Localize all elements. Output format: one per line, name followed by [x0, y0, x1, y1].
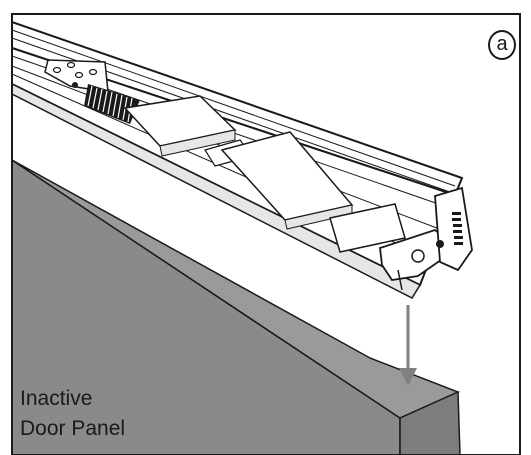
mounting-hole	[88, 68, 98, 76]
panel-label-line-2: Door Panel	[20, 417, 126, 440]
mounting-hole	[72, 82, 78, 88]
callout-label-a: a	[488, 30, 516, 60]
door-panel-side-edge	[399, 390, 461, 455]
end-cap-pin	[411, 249, 425, 263]
slider-block-side	[159, 129, 236, 157]
end-cap-housing	[329, 203, 406, 253]
mounting-hole	[66, 61, 76, 69]
end-cap-grip	[452, 212, 463, 245]
mounting-hole	[74, 71, 84, 79]
down-arrow-icon	[399, 305, 417, 386]
panel-label-line-1: Inactive	[20, 387, 93, 410]
end-cap-pin	[436, 240, 444, 248]
end-cap-face	[434, 186, 473, 272]
inactive-door-panel	[11, 158, 461, 455]
mounting-hole	[52, 66, 62, 74]
diagram-frame	[11, 13, 521, 455]
closer-spring	[84, 84, 140, 124]
